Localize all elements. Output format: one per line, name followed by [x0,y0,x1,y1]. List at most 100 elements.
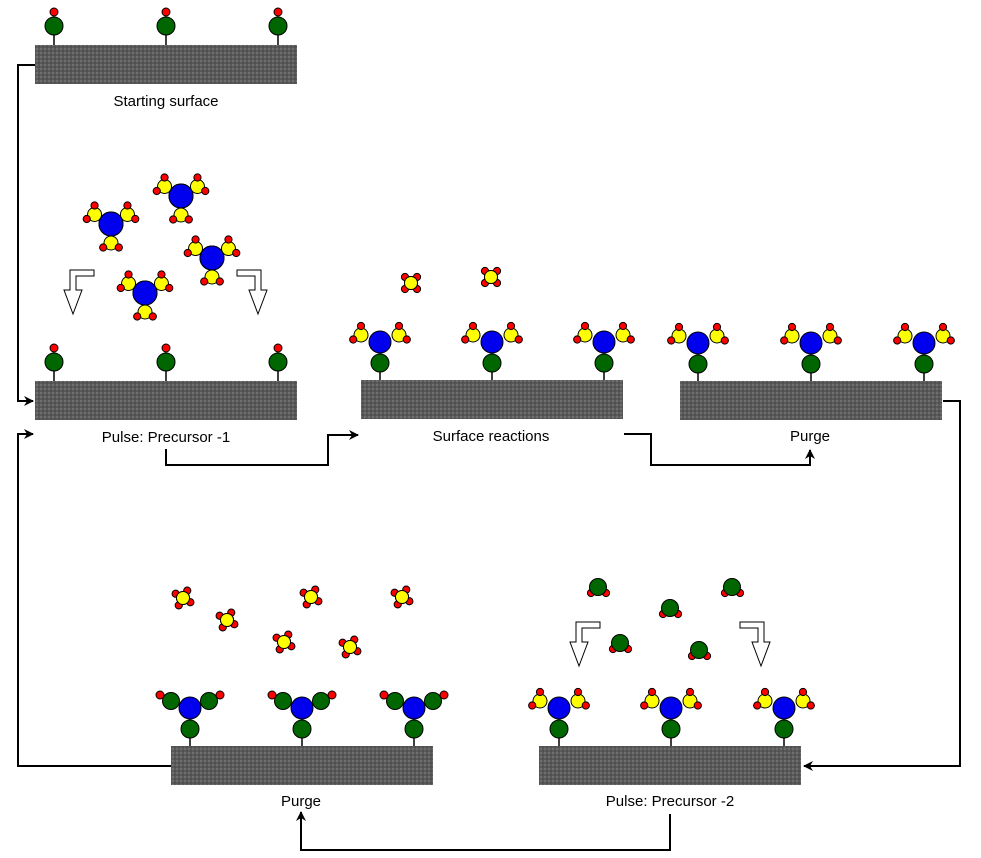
cycle-arrows [17,64,961,851]
oxygen-atom [133,312,142,321]
oxygen-atom [169,215,178,224]
metal-atom [480,330,504,354]
ligand-atom [176,591,190,605]
adsorbed-molecule [461,321,523,380]
byproduct-molecule [480,266,502,288]
oxygen-atom [787,322,797,332]
oxygen-atom [825,322,835,332]
ligand-atom [343,640,357,654]
hydrogen-atom [439,690,449,700]
metal-atom [178,696,202,720]
precursor-molecule [152,173,210,224]
oxygen-atom [156,16,176,36]
metal-atom [199,245,225,271]
oxygen-atom [292,719,312,739]
substrate-purge-top [680,381,942,420]
oxygen-atom [893,336,902,345]
oxygen-atom [594,353,614,373]
oxygen-atom [148,312,157,321]
precursor-2-molecule [586,578,611,598]
oxygen-atom [798,687,808,697]
hydrogen-atom [161,7,171,17]
oxygen-atom [723,578,741,596]
oxygen-atom [589,578,607,596]
stage-labels: Starting surface Pulse: Precursor -1 Sur… [102,93,830,810]
adsorbed-molecule [780,322,842,381]
oxygen-atom [124,270,133,279]
hydroxyl-group [156,7,176,45]
flow-arrows [63,269,771,668]
oxygen-atom [573,687,583,697]
oxygen-atom [90,201,99,210]
oxygen-atom [349,335,358,344]
oxygen-atom [44,352,64,372]
metal-atom [98,211,124,237]
oxygen-atom [157,270,166,279]
oxygen-atom [774,719,794,739]
oxygen-atom [152,186,161,196]
oxygen-atom [184,215,193,224]
hydrogen-atom [49,7,59,17]
oxygen-atom [685,687,695,697]
oxygen-atom [183,248,192,258]
oxygen-atom [224,235,233,244]
oxygen-atom [162,692,180,710]
oxygen-atom [191,235,200,244]
oxygen-atom [753,701,762,710]
arrow-reactions-to-purge [624,433,815,466]
substrate-surface-reactions [361,380,623,419]
adsorbed-molecule [573,321,635,380]
molecules [44,7,955,746]
adsorbed-molecule [155,690,225,746]
hydrogen-atom [161,343,171,353]
oxygen-atom [720,336,729,345]
oxygen-atom [506,321,516,331]
oxygen-atom [626,335,635,344]
substrate-purge-bottom [171,746,433,785]
oxygen-atom [580,321,590,331]
oxygen-atom [274,692,292,710]
hydroxyl-group [268,343,288,381]
ligand-atom [220,613,234,627]
byproduct-molecule [272,630,296,654]
adsorbed-molecule [379,690,449,746]
oxygen-atom [573,335,582,344]
oxygen-atom [535,687,545,697]
hydrogen-atom [273,343,283,353]
substrate-pulse-2 [539,746,801,785]
oxygen-atom [356,321,366,331]
oxygen-atom [690,641,708,659]
ligand-atom [484,270,498,284]
arrow-purge-to-pulse1 [17,429,171,767]
hydrogen-atom [327,690,337,700]
oxygen-atom [482,353,502,373]
oxygen-atom [780,336,789,345]
oxygen-atom [801,354,821,374]
precursor-2-molecule [608,634,633,654]
oxygen-atom [180,719,200,739]
oxygen-atom [647,687,657,697]
oxygen-atom [667,336,676,345]
oxygen-atom [200,692,218,710]
precursor-molecule [116,270,174,321]
hydrogen-atom [273,7,283,17]
oxygen-atom [165,283,174,293]
ligand-atom [395,590,409,604]
oxygen-atom [200,277,209,286]
metal-atom [686,331,710,355]
adsorbed-molecule [753,687,815,746]
oxygen-atom [404,719,424,739]
oxygen-atom [760,687,770,697]
label-surface-reactions: Surface reactions [433,428,550,445]
oxygen-atom [674,322,684,332]
oxygen-atom [618,321,628,331]
oxygen-atom [938,322,948,332]
hydrogen-atom [379,690,389,700]
oxygen-atom [914,354,934,374]
adsorbed-molecule [267,690,337,746]
arrow-purge-to-pulse2 [803,400,961,771]
oxygen-atom [712,322,722,332]
flow-arrow-icon [569,621,601,668]
hydroxyl-group [268,7,288,45]
